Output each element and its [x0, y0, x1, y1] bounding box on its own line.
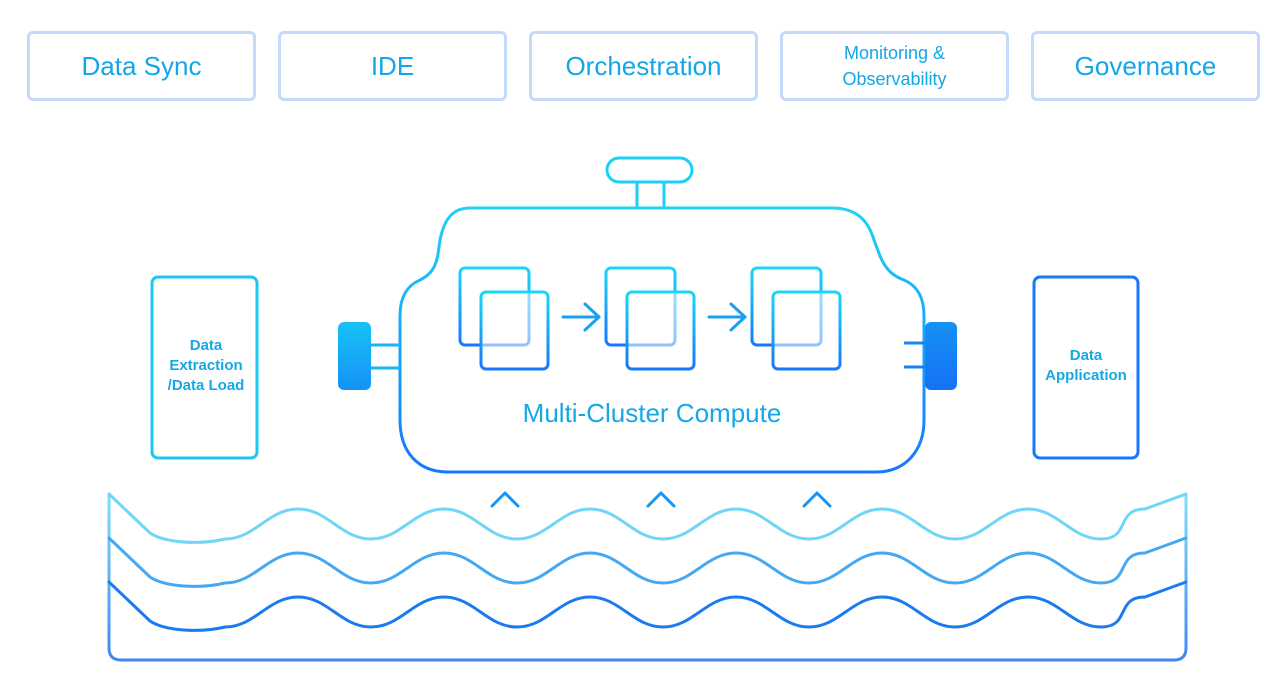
service-label-line2: Observability: [842, 69, 947, 89]
multi-cluster-compute-label: Multi-Cluster Compute: [522, 398, 782, 428]
data-extraction-panel: [150, 275, 259, 460]
service-label: Data Sync: [81, 50, 202, 81]
arrow-up-icon: [490, 491, 520, 530]
wave-layer-1: [107, 492, 1188, 544]
arrow-right-icon: [561, 302, 601, 332]
arrow-up-icon: [802, 491, 832, 530]
compute-cluster-body: [398, 206, 926, 474]
service-box-orchestration: Orchestration: [529, 31, 758, 101]
service-box-governance: Governance: [1031, 31, 1260, 101]
arrow-up-icon: [646, 491, 676, 530]
data-application-panel: [1032, 275, 1140, 460]
cluster-stacked-squares-icon: [604, 266, 696, 371]
service-label: Governance: [1074, 50, 1217, 81]
storage-tank: [107, 494, 1188, 662]
data-extraction-label: Data Extraction /Data Load: [167, 337, 245, 394]
cluster-stacked-squares-icon: [750, 266, 842, 371]
service-label: IDE: [370, 50, 415, 81]
service-box-monitoring: Monitoring & Observability: [780, 31, 1009, 101]
compute-top-knob: [605, 156, 694, 184]
right-handle: [925, 322, 957, 390]
service-label-line1: Monitoring &: [843, 43, 946, 63]
service-box-ide: IDE: [278, 31, 507, 101]
service-label: Orchestration: [565, 50, 722, 81]
service-box-data-sync: Data Sync: [27, 31, 256, 101]
arrow-right-icon: [707, 302, 747, 332]
left-handle: [338, 322, 371, 390]
cluster-stacked-squares-icon: [458, 266, 550, 371]
data-application-label: Data Application: [1045, 347, 1127, 384]
wave-layer-3: [107, 580, 1188, 632]
wave-layer-2: [107, 536, 1188, 588]
